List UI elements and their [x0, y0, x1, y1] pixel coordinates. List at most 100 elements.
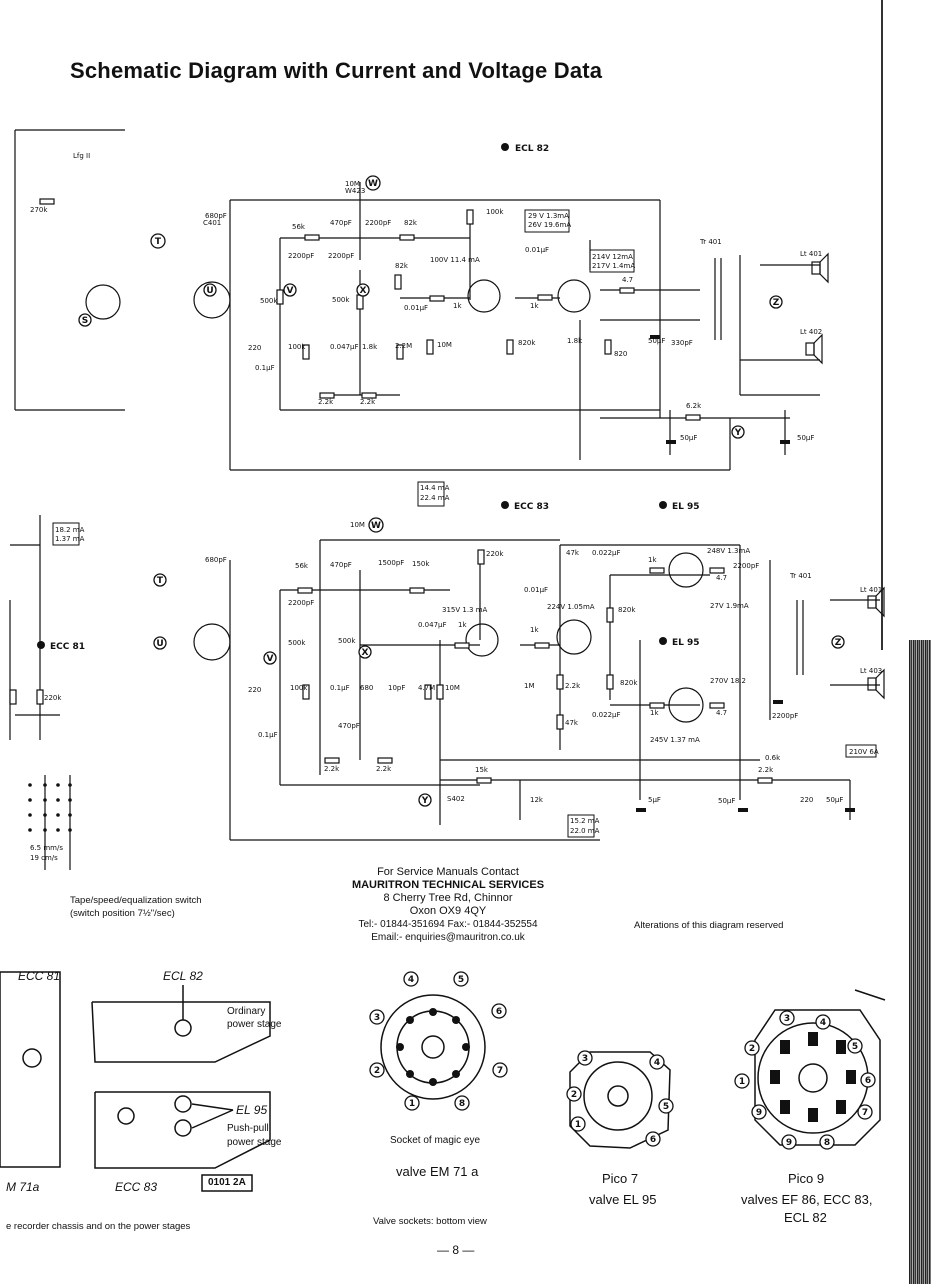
svg-text:Z: Z [773, 298, 780, 308]
svg-text:Lt 401: Lt 401 [800, 250, 822, 258]
svg-text:4.7M: 4.7M [418, 684, 435, 692]
svg-text:4.7: 4.7 [716, 574, 727, 582]
svg-text:680pF: 680pF [205, 556, 227, 564]
svg-text:U: U [156, 639, 163, 649]
pushpull-label-2: power stage [227, 1137, 282, 1148]
svg-text:820k: 820k [618, 606, 636, 614]
svg-text:820: 820 [614, 350, 627, 358]
magic-eye-valve: valve EM 71 a [396, 1164, 479, 1179]
svg-text:Lfg II: Lfg II [73, 152, 90, 160]
svg-text:500k: 500k [260, 297, 278, 305]
svg-text:820k: 820k [620, 679, 638, 687]
svg-text:248V 1.3mA: 248V 1.3mA [707, 547, 750, 555]
svg-text:W: W [371, 521, 381, 531]
svg-text:4.7: 4.7 [622, 276, 633, 284]
svg-text:T: T [157, 576, 164, 586]
svg-text:1k: 1k [458, 621, 467, 629]
svg-text:ECL 82: ECL 82 [515, 144, 549, 154]
svg-text:Lt 403: Lt 403 [860, 667, 882, 675]
svg-text:6.5 mm/s: 6.5 mm/s [30, 844, 63, 852]
pico9-valves-2: ECL 82 [784, 1210, 827, 1225]
svg-text:500k: 500k [288, 639, 306, 647]
svg-text:2: 2 [571, 1090, 577, 1100]
svg-text:Lt 401: Lt 401 [860, 586, 882, 594]
svg-text:5: 5 [458, 975, 464, 985]
ordinary-label: Ordinary [227, 1006, 266, 1017]
svg-text:6: 6 [865, 1076, 871, 1086]
svg-text:270k: 270k [30, 206, 48, 214]
svg-text:T: T [155, 237, 162, 247]
svg-text:270V 18.2: 270V 18.2 [710, 677, 746, 685]
svg-text:2200pF: 2200pF [733, 562, 759, 570]
svg-text:10M: 10M [350, 521, 365, 529]
switch-caption-line2: (switch position 7½"/sec) [70, 908, 175, 919]
svg-text:EL 95: EL 95 [672, 638, 700, 648]
svg-text:50µF: 50µF [797, 434, 814, 442]
contact-block: For Service Manuals Contact MAURITRON TE… [348, 866, 548, 944]
svg-text:220k: 220k [486, 550, 504, 558]
svg-text:500k: 500k [332, 296, 350, 304]
svg-text:56k: 56k [295, 562, 309, 570]
svg-text:0.6k: 0.6k [765, 754, 781, 762]
svg-text:0.1µF: 0.1µF [258, 731, 278, 739]
svg-text:50µF: 50µF [718, 797, 735, 805]
svg-text:1k: 1k [530, 626, 539, 634]
svg-text:224V 1.05mA: 224V 1.05mA [547, 603, 595, 611]
svg-text:680pF: 680pF [205, 212, 227, 220]
svg-text:12k: 12k [530, 796, 544, 804]
svg-text:0.01µF: 0.01µF [404, 304, 428, 312]
svg-text:100V 11.4 mA: 100V 11.4 mA [430, 256, 480, 264]
pico7-valve: valve EL 95 [589, 1192, 657, 1207]
alterations-note: Alterations of this diagram reserved [634, 920, 784, 931]
svg-text:217V 1.4mA: 217V 1.4mA [592, 262, 635, 270]
page-title: Schematic Diagram with Current and Volta… [70, 58, 603, 83]
magic-eye-label: Socket of magic eye [390, 1135, 481, 1146]
svg-text:Lt 402: Lt 402 [800, 328, 822, 336]
svg-text:S: S [82, 316, 88, 326]
bottom-view-note: Valve sockets: bottom view [373, 1216, 487, 1227]
svg-text:820k: 820k [518, 339, 536, 347]
svg-text:2: 2 [374, 1066, 380, 1076]
svg-text:10M: 10M [345, 180, 360, 188]
svg-text:14.4 mA: 14.4 mA [420, 484, 450, 492]
svg-text:1k: 1k [650, 709, 659, 717]
svg-text:2200pF: 2200pF [365, 219, 391, 227]
part-code: 0101 2A [208, 1177, 246, 1188]
contact-line5: Tel:- 01844-351694 Fax:- 01844-352554 [358, 919, 538, 930]
svg-text:22.4 mA: 22.4 mA [420, 494, 450, 502]
svg-text:18.2 mA: 18.2 mA [55, 526, 85, 534]
svg-text:56k: 56k [292, 223, 306, 231]
svg-text:214V 12mA: 214V 12mA [592, 253, 633, 261]
svg-text:C401: C401 [203, 219, 221, 227]
svg-text:100k: 100k [288, 343, 306, 351]
svg-text:210V 6A: 210V 6A [849, 748, 879, 756]
svg-text:2: 2 [749, 1044, 755, 1054]
valve-label-el95: EL 95 [236, 1103, 268, 1117]
svg-text:Tr 401: Tr 401 [789, 572, 812, 580]
valve-label-ecc81: ECC 81 [18, 969, 61, 983]
svg-text:0.022µF: 0.022µF [592, 549, 621, 557]
svg-text:0.047µF: 0.047µF [330, 343, 359, 351]
svg-text:ECC 81: ECC 81 [50, 642, 85, 652]
svg-text:1M: 1M [524, 682, 535, 690]
svg-text:1k: 1k [648, 556, 657, 564]
svg-text:220k: 220k [44, 694, 62, 702]
svg-text:50µF: 50µF [826, 796, 843, 804]
svg-text:5: 5 [852, 1042, 858, 1052]
svg-text:2.2k: 2.2k [758, 766, 774, 774]
svg-text:2.2k: 2.2k [324, 765, 340, 773]
contact-line4: Oxon OX9 4QY [409, 905, 487, 917]
switch-caption-line1: Tape/speed/equalization switch [70, 895, 202, 906]
pico7-label: Pico 7 [602, 1171, 639, 1186]
svg-text:82k: 82k [395, 262, 409, 270]
svg-text:50µF: 50µF [680, 434, 697, 442]
svg-text:82k: 82k [404, 219, 418, 227]
svg-text:470pF: 470pF [330, 219, 352, 227]
svg-text:500k: 500k [338, 637, 356, 645]
svg-text:7: 7 [862, 1108, 868, 1118]
svg-text:2200pF: 2200pF [772, 712, 798, 720]
svg-text:245V 1.37 mA: 245V 1.37 mA [650, 736, 700, 744]
svg-text:1.37 mA: 1.37 mA [55, 535, 85, 543]
svg-text:2200pF: 2200pF [288, 599, 314, 607]
